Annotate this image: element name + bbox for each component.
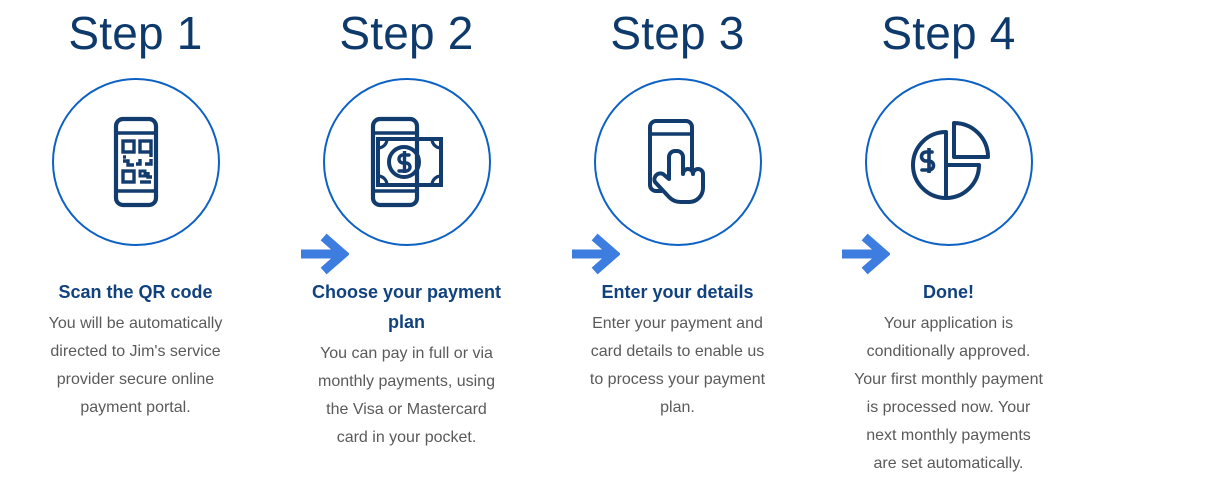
step-title-2: Step 2 <box>339 7 474 59</box>
step-icon-circle-4 <box>864 78 1033 246</box>
step-body-4: Your application is conditionally approv… <box>854 315 1043 472</box>
qr-code-phone-icon <box>113 116 158 208</box>
mobile-payment-money-icon <box>370 116 443 208</box>
step-heading-1: Scan the QR code <box>58 282 213 302</box>
step-card-3: Step 3 Enter your details Enter your pay… <box>542 0 813 422</box>
step-heading-4: Done! <box>923 282 974 302</box>
step-heading-3: Enter your details <box>601 282 754 302</box>
step-heading-2: Choose your payment plan <box>311 282 502 332</box>
step-card-1: Step 1 S <box>0 0 271 422</box>
step-icon-circle-3 <box>593 78 762 246</box>
step-title-1: Step 1 <box>68 7 203 59</box>
arrow-right-icon <box>842 233 890 275</box>
arrow-right-icon <box>301 233 349 275</box>
step-body-3: Enter your payment and card details to e… <box>589 315 766 416</box>
pie-chart-dollar-icon <box>910 121 990 200</box>
step-title-3: Step 3 <box>610 7 745 59</box>
step-body-1: You will be automatically directed to Ji… <box>48 315 223 416</box>
step-icon-circle-2 <box>322 78 491 246</box>
step-icon-circle-1 <box>51 78 220 246</box>
step-body-2: You can pay in full or via monthly payme… <box>318 345 495 446</box>
arrow-right-icon <box>572 233 620 275</box>
step-card-4: Step 4 Done! Your application is conditi… <box>813 0 1084 478</box>
hand-tap-phone-icon <box>647 119 705 204</box>
step-title-4: Step 4 <box>881 7 1016 59</box>
step-card-2: Step 2 Choose your payment plan You <box>271 0 542 452</box>
